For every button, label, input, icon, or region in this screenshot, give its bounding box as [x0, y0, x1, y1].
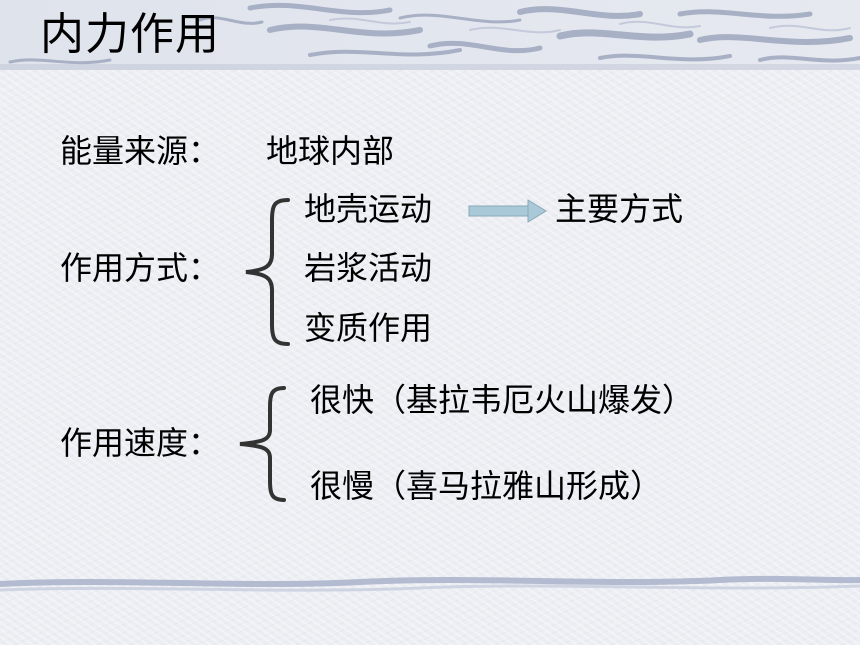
modes-label: 作用方式： — [60, 249, 221, 287]
speed-brace-icon — [239, 386, 286, 502]
footer-decoration — [0, 568, 860, 598]
main-mode-note: 主要方式 — [555, 190, 684, 228]
energy-value: 地球内部 — [266, 132, 395, 170]
slide-title: 内力作用 — [40, 9, 220, 60]
speed-item-slow: 很慢（喜马拉雅山形成） — [310, 467, 663, 505]
header-wave-graphic — [0, 0, 860, 70]
footer-wave-graphic — [0, 575, 860, 592]
mode-item-crust: 地壳运动 — [304, 190, 433, 228]
speed-item-fast: 很快（基拉韦厄火山爆发） — [310, 381, 695, 419]
speed-label: 作用速度： — [60, 424, 221, 462]
energy-label: 能量来源： — [60, 132, 221, 170]
header-decoration: 内力作用 — [0, 0, 860, 70]
arrow-right-icon — [468, 199, 547, 223]
modes-brace-icon — [245, 198, 290, 346]
mode-item-metamorphism: 变质作用 — [304, 309, 433, 347]
mode-item-magma: 岩浆活动 — [304, 249, 433, 287]
